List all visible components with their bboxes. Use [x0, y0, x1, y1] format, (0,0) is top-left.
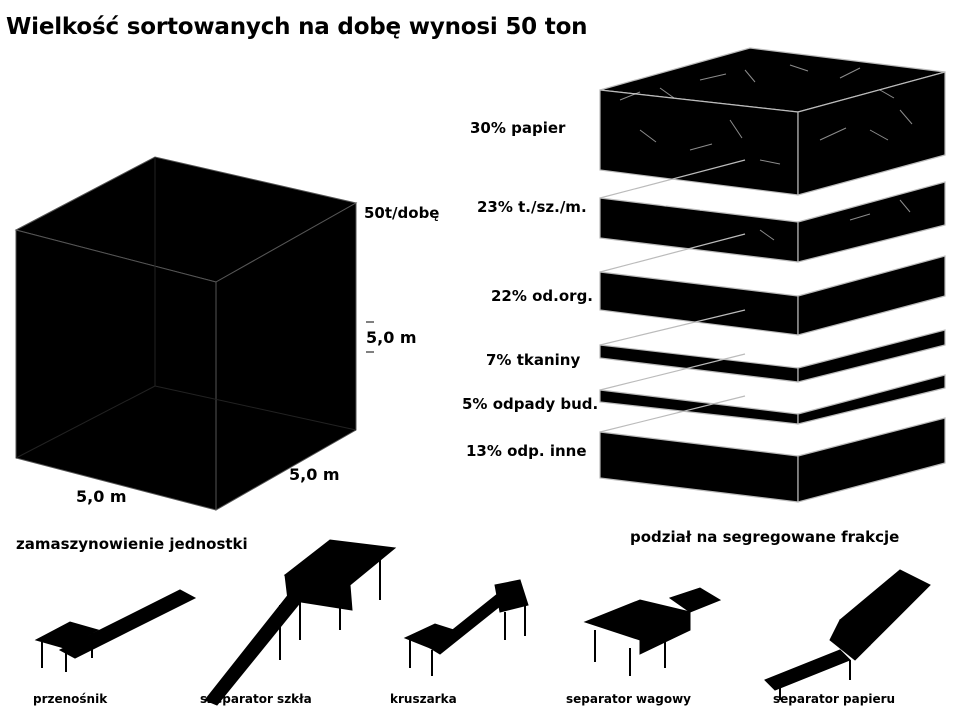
- layer-papier: [599, 47, 946, 196]
- fraction-label: 22% od.org.: [491, 287, 594, 305]
- fraction-label: 30% papier: [470, 119, 566, 137]
- machine-caption: kruszarka: [390, 692, 457, 706]
- machinery-heading: zamaszynowienie jednostki: [16, 535, 248, 553]
- glass-separator-icon: [204, 539, 397, 706]
- fraction-label: 5% odpady bud.: [462, 395, 599, 413]
- volume-cube: [14, 156, 358, 511]
- machine-caption: separator wagowy: [566, 692, 691, 706]
- machine-caption: separator papieru: [773, 692, 896, 706]
- paper-separator-icon: [764, 569, 931, 700]
- layer-organiczne: [599, 233, 946, 336]
- cube-capacity-label: 50t/dobę: [364, 204, 440, 222]
- layer-inne: [599, 395, 946, 503]
- fraction-layers: [599, 47, 946, 503]
- cube-width-label: 5,0 m: [76, 487, 127, 506]
- fraction-label: 7% tkaniny: [486, 351, 581, 369]
- crusher-icon: [403, 579, 529, 676]
- fraction-label: 13% odp. inne: [466, 442, 587, 460]
- layer-tkaniny: [599, 309, 946, 383]
- cube-height-label: 5,0 m: [366, 328, 417, 347]
- layer-tworzywa: [599, 159, 946, 263]
- page-title: Wielkość sortowanych na dobę wynosi 50 t…: [6, 14, 588, 40]
- fractions-heading: podział na segregowane frakcje: [630, 528, 900, 546]
- machine-caption: przenośnik: [33, 692, 108, 706]
- machine-caption: szeparator szkła: [200, 692, 312, 706]
- layer-texture: [619, 64, 913, 241]
- cube-depth-label: 5,0 m: [289, 465, 340, 484]
- fraction-label: 23% t./sz./m.: [477, 198, 587, 216]
- weight-separator-icon: [583, 587, 722, 676]
- conveyor-icon: [34, 589, 197, 672]
